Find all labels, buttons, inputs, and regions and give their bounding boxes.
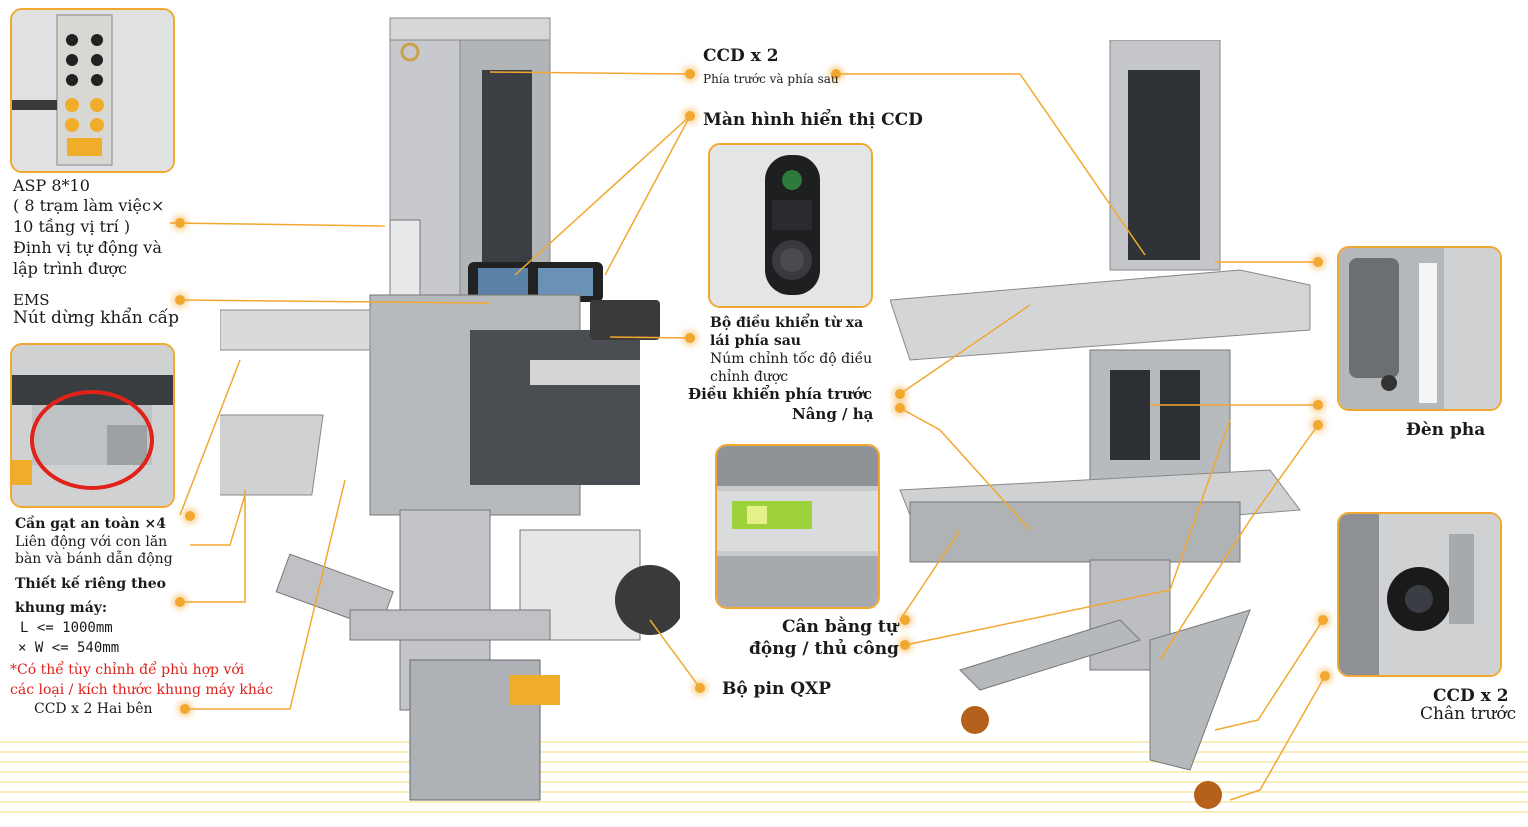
dot	[1313, 257, 1323, 267]
remote-label-2: lái phía sau	[710, 333, 801, 349]
asp-label-2: ( 8 trạm làm việc×	[13, 196, 165, 215]
headlight-label: Đèn pha	[1406, 420, 1486, 440]
level-label-1: Cân bằng tự	[782, 617, 899, 637]
dot	[685, 111, 695, 121]
dot	[695, 683, 705, 693]
dot	[685, 69, 695, 79]
dot	[895, 403, 905, 413]
front-control-label-1: Điều khiển phía trước	[688, 385, 873, 403]
asp-label-4: Định vị tự động và	[13, 238, 162, 257]
dot	[900, 640, 910, 650]
battery-label: Bộ pin QXP	[722, 679, 832, 699]
dot	[175, 597, 185, 607]
dot	[1313, 420, 1323, 430]
lever-label-3: bàn và bánh dẫn động	[15, 551, 173, 567]
thumb-asp-panel	[10, 8, 175, 173]
asp-label-1: ASP 8*10	[13, 176, 90, 195]
remote-label-4: chỉnh được	[710, 369, 789, 385]
dot	[175, 295, 185, 305]
design-label-2: khung máy:	[15, 600, 108, 616]
dot	[1313, 400, 1323, 410]
custom-note-1: *Có thể tùy chỉnh để phù hợp với	[10, 662, 245, 678]
thumb-ccd-front-leg	[1337, 512, 1502, 677]
thumb-headlight	[1337, 246, 1502, 411]
lever-label-1: Cần gạt an toàn ×4	[15, 516, 166, 532]
asp-label-5: lập trình được	[13, 259, 128, 278]
thumb-remote-control	[708, 143, 873, 308]
asp-label-3: 10 tầng vị trí )	[13, 217, 131, 236]
ccd-front-label-2: Chân trước	[1420, 704, 1517, 724]
custom-note-2: các loại / kích thước khung máy khác	[10, 682, 274, 698]
thumb-safety-lever	[10, 343, 175, 508]
front-control-label-2: Nâng / hạ	[792, 405, 874, 423]
remote-label-3: Núm chỉnh tốc độ điều	[710, 351, 873, 367]
ccd-top-subtitle: Phía trước và phía sau	[703, 72, 839, 86]
design-label-4: × W <= 540mm	[18, 640, 120, 656]
design-label-3: L <= 1000mm	[20, 620, 113, 636]
dot	[175, 218, 185, 228]
thumb-level	[715, 444, 880, 609]
ems-subtitle: Nút dừng khẩn cấp	[13, 308, 179, 328]
dot	[900, 615, 910, 625]
dot	[1318, 615, 1328, 625]
ccd-front-label-1: CCD x 2	[1433, 686, 1509, 706]
level-label-2: động / thủ công	[749, 639, 899, 659]
dot	[1320, 671, 1330, 681]
ccd-side-label: CCD x 2 Hai bên	[34, 701, 153, 717]
dot	[685, 333, 695, 343]
left-machine-image	[220, 17, 680, 801]
dot	[180, 704, 190, 714]
ems-title: EMS	[13, 291, 50, 309]
design-label-1: Thiết kế riêng theo	[15, 576, 166, 592]
remote-label-1: Bộ điều khiển từ xa	[710, 315, 864, 331]
ccd-display-title: Màn hình hiển thị CCD	[703, 110, 923, 130]
dot	[895, 389, 905, 399]
dot	[831, 69, 841, 79]
dot	[185, 511, 195, 521]
ccd-top-title: CCD x 2	[703, 46, 779, 66]
right-machine-image	[890, 40, 1311, 809]
lever-label-2: Liên động với con lăn	[15, 534, 168, 550]
